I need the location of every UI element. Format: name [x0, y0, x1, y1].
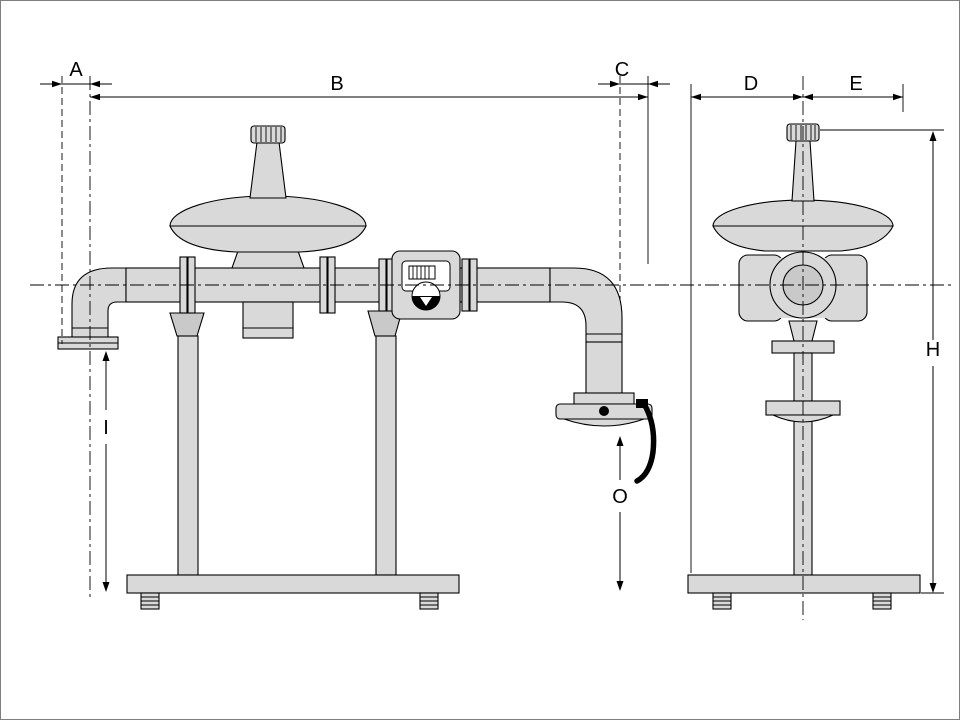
stand-bracket [169, 312, 205, 337]
arrowhead [929, 583, 937, 593]
leveling-foot-1 [140, 592, 160, 610]
arrowhead [638, 93, 648, 101]
support-stand-2 [367, 310, 403, 576]
outlet-pipe [585, 341, 623, 396]
meter-counter [408, 265, 436, 280]
centerlines [30, 76, 952, 620]
regulator-dome-upper [169, 195, 367, 227]
regulator-bottom-cap [242, 301, 294, 339]
arrowhead [616, 581, 624, 591]
support-stand-1 [169, 312, 205, 576]
dim-label-i: I [103, 417, 109, 439]
dim-label-h: H [926, 339, 940, 361]
regulator-cap [250, 125, 286, 144]
dim-label-a: A [69, 59, 83, 81]
inlet-elbow [71, 267, 127, 338]
side-foot-1 [712, 592, 732, 610]
dim-label-d: D [744, 73, 758, 95]
leveling-foot-2 [419, 592, 439, 610]
arrowhead [90, 93, 100, 101]
arrowhead [102, 351, 110, 361]
pressure-regulator [169, 125, 367, 339]
regulator-dome-lower [169, 225, 367, 253]
outlet-elbow [549, 267, 623, 343]
side-view [687, 123, 921, 610]
dim-label-c: C [615, 59, 629, 81]
arrowhead [691, 93, 701, 101]
arrowhead [610, 80, 620, 88]
arrowhead [648, 80, 658, 88]
bolt-dot [599, 406, 609, 416]
side-base-plate [687, 574, 921, 594]
arrowhead [90, 80, 100, 88]
meter-dial [411, 281, 441, 311]
dimension-annotations: A B C D E H I [40, 59, 944, 594]
stand-post [375, 335, 397, 576]
arrowhead [102, 582, 110, 592]
stand-post [177, 335, 199, 576]
base-plate [126, 574, 460, 594]
front-view [57, 125, 657, 610]
dim-label-e: E [849, 73, 862, 95]
valve-handle [634, 399, 657, 484]
arrowhead [616, 436, 624, 446]
arrowhead [803, 93, 813, 101]
dim-label-o: O [612, 486, 628, 508]
arrowhead [893, 93, 903, 101]
arrowhead [929, 131, 937, 141]
regulator-tower [249, 141, 287, 199]
regulator-neck [231, 250, 305, 269]
arrowhead [52, 80, 62, 88]
dim-label-b: B [330, 73, 343, 95]
outlet-flange [555, 392, 653, 427]
inlet-flange [57, 336, 119, 350]
arrowhead [793, 93, 803, 101]
side-foot-2 [872, 592, 892, 610]
